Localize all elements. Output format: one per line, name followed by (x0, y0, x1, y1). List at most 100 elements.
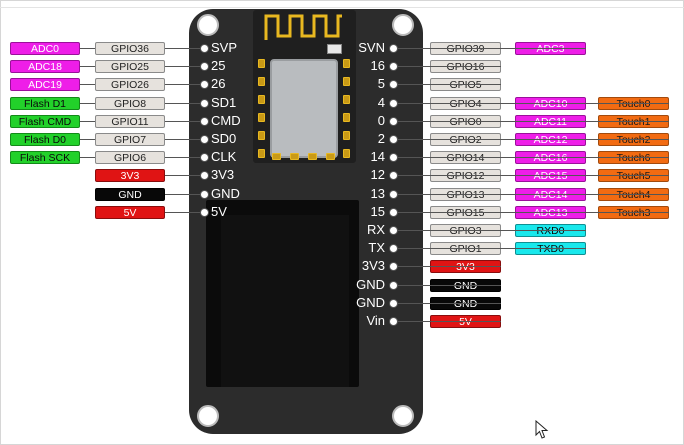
top-divider (0, 7, 684, 8)
antenna-icon (264, 14, 342, 40)
pin-label: CLK (211, 149, 237, 164)
pin-hole (200, 171, 209, 180)
pin-label: GND (356, 295, 385, 310)
pin-hole (200, 153, 209, 162)
connector-line (393, 121, 669, 122)
pin-hole (389, 317, 398, 326)
pin-hole (389, 281, 398, 290)
connector-line (393, 84, 501, 85)
pin-hole (200, 208, 209, 217)
power-tag: GND (95, 188, 165, 201)
pin-label: 3V3 (361, 258, 385, 273)
module-pad (258, 131, 265, 140)
function-tag: ADC18 (10, 60, 80, 73)
pin-label: Vin (366, 313, 385, 328)
pin-label: 5V (211, 204, 227, 219)
module-pad (258, 113, 265, 122)
gpio-tag: GPIO11 (95, 115, 165, 128)
pin-label: 4 (377, 95, 385, 110)
connector-line (393, 48, 586, 49)
gpio-tag: GPIO6 (95, 151, 165, 164)
pin-hole (200, 117, 209, 126)
connector-line (393, 321, 501, 322)
function-tag: ADC0 (10, 42, 80, 55)
module-pad (343, 149, 350, 158)
mounting-hole-top-right (392, 14, 414, 36)
connector-line (393, 266, 501, 267)
mounting-hole-top-left (197, 14, 219, 36)
gpio-tag: GPIO8 (95, 97, 165, 110)
pin-hole (389, 62, 398, 71)
connector-line (393, 139, 669, 140)
pin-label: TX (368, 240, 385, 255)
module-pad (326, 153, 335, 160)
mouse-pointer-icon (535, 420, 549, 439)
pin-label: GND (356, 277, 385, 292)
connector-line (165, 175, 204, 176)
gpio-tag: GPIO26 (95, 78, 165, 91)
pin-hole (200, 62, 209, 71)
module-pad (290, 153, 299, 160)
module-pad (343, 59, 350, 68)
pin-hole (389, 262, 398, 271)
function-tag: Flash D1 (10, 97, 80, 110)
pin-hole (389, 171, 398, 180)
module-pad (343, 131, 350, 140)
gpio-tag: GPIO7 (95, 133, 165, 146)
pin-label: 15 (370, 204, 385, 219)
pin-label: SVP (211, 40, 238, 55)
mounting-hole-bottom-right (392, 405, 414, 427)
pin-label: 16 (370, 58, 385, 73)
module-pad (308, 153, 317, 160)
pin-label: 3V3 (211, 167, 235, 182)
pin-hole (200, 99, 209, 108)
connector-line (393, 285, 501, 286)
pin-hole (389, 135, 398, 144)
pin-hole (389, 153, 398, 162)
pin-label: 13 (370, 186, 385, 201)
connector-line (393, 248, 586, 249)
connector-line (393, 230, 586, 231)
module-pad (258, 77, 265, 86)
connector-line (393, 66, 501, 67)
pin-hole (200, 44, 209, 53)
pin-label: 2 (377, 131, 385, 146)
function-tag: Flash SCK (10, 151, 80, 164)
module-pad (258, 95, 265, 104)
function-tag: Flash D0 (10, 133, 80, 146)
pin-label: 5 (377, 76, 385, 91)
pin-label: SD0 (211, 131, 237, 146)
pin-label: 12 (370, 167, 385, 182)
function-tag: Flash CMD (10, 115, 80, 128)
connector-line (393, 194, 669, 195)
connector-line (393, 103, 669, 104)
mounting-hole-bottom-left (197, 405, 219, 427)
pin-hole (389, 117, 398, 126)
connector-line (165, 194, 204, 195)
pin-label: SD1 (211, 95, 237, 110)
connector-line (393, 212, 669, 213)
pin-hole (200, 135, 209, 144)
module-pad (343, 95, 350, 104)
pin-hole (389, 80, 398, 89)
pin-label: SVN (358, 40, 385, 55)
pin-hole (389, 299, 398, 308)
pin-hole (389, 226, 398, 235)
module-pad (343, 113, 350, 122)
function-tag: ADC19 (10, 78, 80, 91)
pin-label: RX (366, 222, 385, 237)
power-tag: 5V (95, 206, 165, 219)
module-pad (343, 77, 350, 86)
esp32-chip-shield (270, 59, 338, 158)
power-tag: 3V3 (95, 169, 165, 182)
pin-label: 14 (370, 149, 385, 164)
pin-label: 0 (377, 113, 385, 128)
gpio-tag: GPIO36 (95, 42, 165, 55)
connector-line (393, 303, 501, 304)
module-pad (258, 149, 265, 158)
pin-hole (200, 190, 209, 199)
status-led (327, 44, 342, 54)
gpio-tag: GPIO25 (95, 60, 165, 73)
pin-hole (389, 244, 398, 253)
pin-hole (389, 190, 398, 199)
